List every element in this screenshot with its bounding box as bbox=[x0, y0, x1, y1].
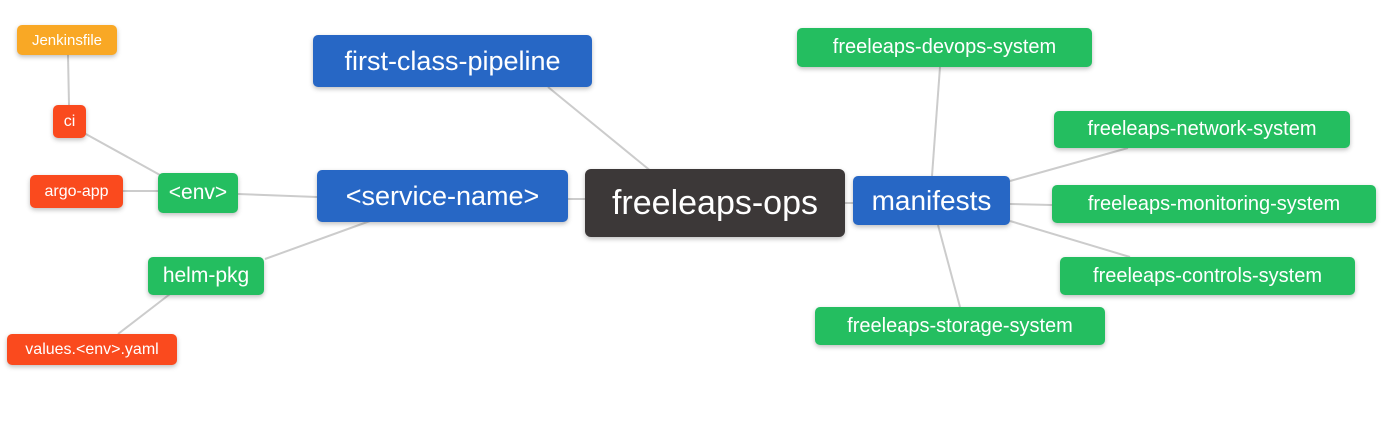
node-env[interactable]: <env> bbox=[158, 173, 238, 213]
edge-helm-pkg-service-name bbox=[264, 220, 371, 260]
edge-values-helm-pkg bbox=[117, 293, 171, 335]
edge-ci-env bbox=[83, 132, 161, 176]
node-jenkinsfile[interactable]: Jenkinsfile bbox=[17, 25, 117, 55]
node-freeleaps-ops-root[interactable]: freeleaps-ops bbox=[585, 169, 845, 237]
edge-manifests-monitoring bbox=[1009, 203, 1053, 206]
edge-manifests-network bbox=[1009, 147, 1129, 182]
node-values-env-yaml[interactable]: values.<env>.yaml bbox=[7, 334, 177, 365]
edge-env-service-name bbox=[237, 193, 318, 198]
node-freeleaps-devops-system[interactable]: freeleaps-devops-system bbox=[797, 28, 1092, 67]
node-freeleaps-monitoring-system[interactable]: freeleaps-monitoring-system bbox=[1052, 185, 1376, 223]
node-ci[interactable]: ci bbox=[53, 105, 86, 138]
node-helm-pkg[interactable]: helm-pkg bbox=[148, 257, 264, 295]
edge-manifests-storage bbox=[937, 224, 961, 308]
node-first-class-pipeline[interactable]: first-class-pipeline bbox=[313, 35, 592, 87]
edge-manifests-controls bbox=[1009, 220, 1131, 258]
node-freeleaps-network-system[interactable]: freeleaps-network-system bbox=[1054, 111, 1350, 148]
node-argo-app[interactable]: argo-app bbox=[30, 175, 123, 208]
node-manifests[interactable]: manifests bbox=[853, 176, 1010, 225]
edge-jenkinsfile-ci bbox=[67, 54, 70, 106]
edge-manifests-devops bbox=[931, 66, 941, 177]
node-service-name[interactable]: <service-name> bbox=[317, 170, 568, 222]
edge-fcp-freeleaps-ops bbox=[547, 86, 653, 173]
node-freeleaps-storage-system[interactable]: freeleaps-storage-system bbox=[815, 307, 1105, 345]
node-freeleaps-controls-system[interactable]: freeleaps-controls-system bbox=[1060, 257, 1355, 295]
